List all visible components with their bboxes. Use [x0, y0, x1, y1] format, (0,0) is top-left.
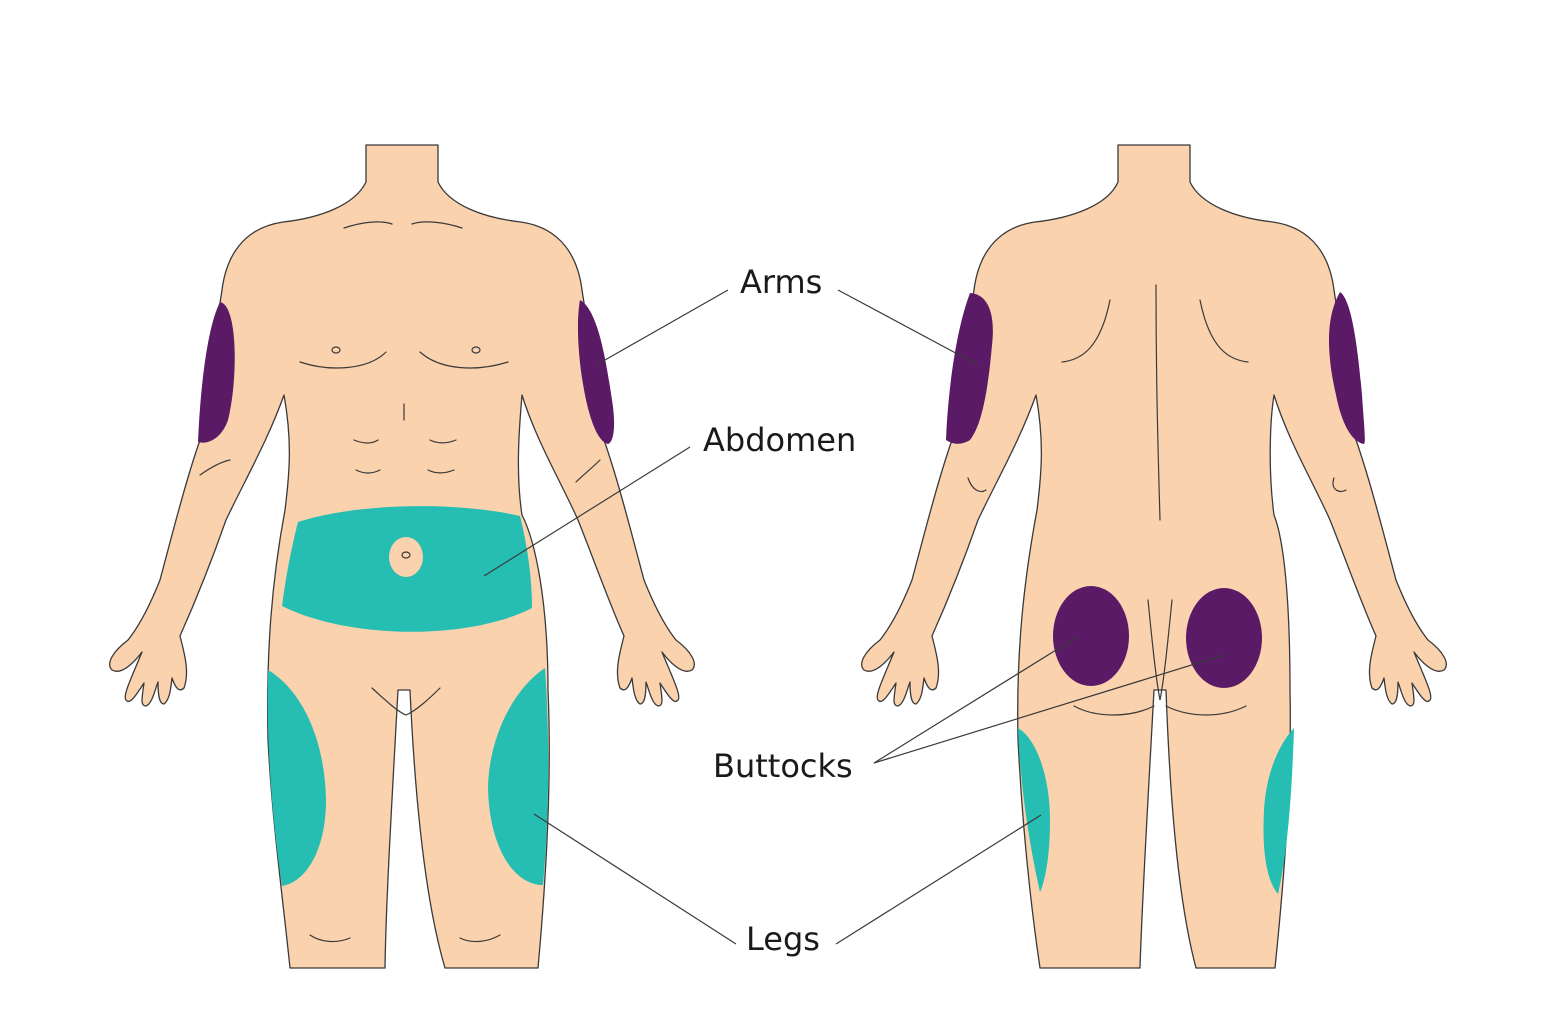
label-legs: Legs: [746, 920, 820, 958]
leader-buttocks-left: [873, 636, 1078, 764]
leader-buttocks-right: [873, 654, 1225, 764]
front-body-details: [199, 221, 601, 943]
back-left-arm-zone: [946, 293, 993, 444]
label-arms: Arms: [740, 263, 823, 301]
back-body-figure: [861, 144, 1447, 969]
front-body-figure: [109, 144, 695, 969]
leader-legs-front: [533, 813, 737, 945]
front-navel: [389, 537, 423, 577]
leader-lines: [483, 289, 1225, 945]
front-navel-center: [401, 551, 411, 559]
front-right-arm-zone: [577, 300, 615, 444]
back-right-leg-zone: [1263, 728, 1294, 894]
back-right-arm-zone: [1329, 292, 1365, 444]
leader-legs-back: [835, 814, 1042, 945]
front-right-leg-zone: [488, 668, 549, 885]
label-abdomen: Abdomen: [703, 421, 857, 459]
back-left-buttock-zone: [1053, 586, 1129, 686]
back-left-leg-zone: [1018, 728, 1050, 892]
front-left-leg-zone: [267, 670, 326, 886]
back-body-details: [967, 284, 1347, 716]
front-left-arm-zone: [198, 302, 235, 443]
leader-arms-front: [597, 289, 729, 365]
back-body-outline: [861, 144, 1447, 969]
label-buttocks: Buttocks: [713, 747, 853, 785]
leader-arms-back: [837, 289, 979, 366]
leader-abdomen: [483, 446, 691, 577]
back-right-buttock-zone: [1186, 588, 1262, 688]
